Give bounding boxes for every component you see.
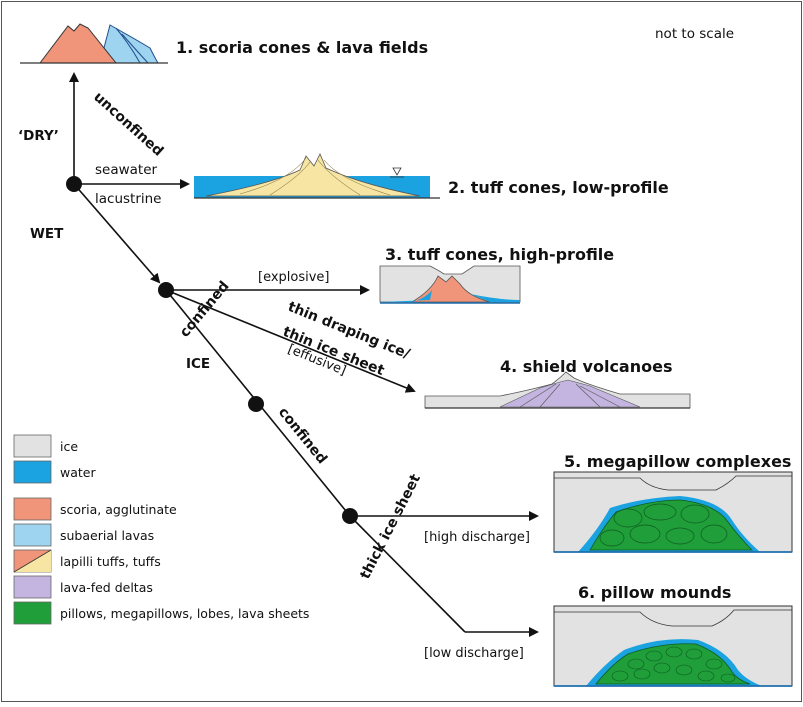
legend-swatch-pillows	[13, 601, 52, 625]
label-wet: WET	[30, 226, 64, 242]
label-low-discharge: [low discharge]	[424, 646, 524, 661]
label-confined-upper: confined	[177, 278, 233, 340]
legend-label-tuffs: lapilli tuffs, tuffs	[60, 554, 161, 569]
line-low-discharge	[349, 515, 466, 633]
legend-swatch-lava-fed-deltas	[13, 575, 52, 599]
legend-swatch-water	[13, 460, 52, 484]
label-dry: ‘DRY’	[18, 128, 59, 144]
label-ice: ICE	[186, 356, 210, 372]
arrow-wet-ice	[73, 183, 161, 284]
legend: ice water scoria, agglutinate subaerial …	[13, 434, 309, 625]
title-outcome-6: 6. pillow mounds	[578, 583, 731, 602]
illustration-scoria-cone	[20, 23, 168, 64]
label-seawater: seawater	[95, 162, 158, 178]
label-lacustrine: lacustrine	[95, 191, 162, 207]
legend-label-subaerial-lavas: subaerial lavas	[60, 528, 154, 543]
title-outcome-1: 1. scoria cones & lava fields	[176, 38, 428, 57]
label-thick-ice: thick ice sheet	[357, 471, 424, 581]
illustration-tuff-cone-low	[194, 153, 440, 199]
illustration-megapillow	[553, 471, 793, 553]
legend-label-pillows: pillows, megapillows, lobes, lava sheets	[60, 606, 309, 621]
legend-label-water: water	[60, 465, 96, 480]
node-confined	[248, 396, 264, 412]
title-outcome-3: 3. tuff cones, high-profile	[385, 245, 614, 264]
scale-note: not to scale	[655, 26, 734, 42]
node-start	[66, 176, 82, 192]
legend-label-scoria: scoria, agglutinate	[60, 502, 177, 517]
label-unconfined: unconfined	[90, 89, 166, 160]
legend-swatch-ice	[13, 434, 52, 458]
label-explosive: [explosive]	[258, 270, 330, 285]
title-outcome-4: 4. shield volcanoes	[500, 357, 672, 376]
illustration-shield-volcano	[424, 371, 691, 409]
illustration-tuff-cone-high	[379, 265, 521, 304]
title-outcome-2: 2. tuff cones, low-profile	[448, 178, 669, 197]
illustration-pillow-mound	[553, 605, 793, 687]
legend-swatch-scoria	[13, 497, 52, 521]
title-outcome-5: 5. megapillow complexes	[564, 452, 791, 471]
flow-lines	[69, 72, 539, 637]
legend-swatch-tuffs-divider	[13, 549, 52, 573]
label-high-discharge: [high discharge]	[424, 530, 530, 545]
node-ice	[158, 282, 174, 298]
node-thick-ice	[342, 508, 358, 524]
legend-label-lava-fed-deltas: lava-fed deltas	[60, 580, 153, 595]
arrow-effusive	[165, 289, 416, 393]
legend-swatch-subaerial-lavas	[13, 523, 52, 547]
legend-label-ice: ice	[60, 439, 78, 454]
